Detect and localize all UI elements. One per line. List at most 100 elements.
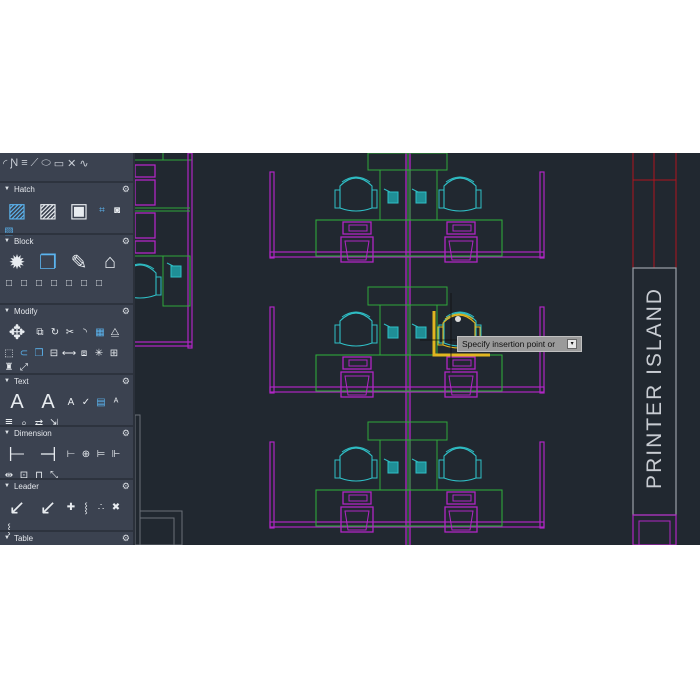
dimension-edit-icon[interactable]: ⊣ (39, 443, 57, 466)
polyline-icon[interactable]: Ɲ (10, 157, 19, 169)
revcloud-icon[interactable]: ∿ (79, 158, 89, 170)
text-style-icon[interactable]: A (67, 396, 75, 408)
section-header[interactable]: ▼Block⚙ (0, 233, 133, 247)
move-icon[interactable]: ✥ (8, 321, 26, 344)
multiline-text-icon[interactable]: A (10, 390, 24, 413)
stretch-icon[interactable]: ⬚ (4, 347, 14, 359)
drawing-canvas[interactable] (135, 153, 700, 545)
collapse-triangle-icon[interactable]: ▼ (4, 430, 10, 436)
tooltip-text: Specify insertion point or (462, 339, 556, 349)
xline-icon[interactable]: ✕ (67, 158, 77, 170)
collapse-triangle-icon[interactable]: ▼ (4, 483, 10, 489)
block-replace-icon[interactable]: □ (35, 277, 43, 289)
gear-icon[interactable]: ⚙ (121, 235, 130, 246)
gear-icon[interactable]: ⚙ (121, 305, 130, 316)
hatch-icon[interactable]: ▨ (7, 199, 27, 222)
mirror-icon[interactable]: ⧋ (110, 326, 120, 338)
dimension-space-icon[interactable]: ⇹ (4, 469, 14, 481)
gear-icon[interactable]: ⚙ (121, 532, 130, 543)
ray-icon[interactable]: ⟋ (30, 157, 39, 169)
gear-icon[interactable]: ⚙ (121, 375, 130, 386)
multileader-icon[interactable]: ↙ (8, 496, 26, 519)
ordinate-icon[interactable]: ⊓ (35, 469, 43, 481)
block-sync-icon[interactable]: □ (65, 277, 73, 289)
gradient-icon[interactable]: ▣ (69, 199, 89, 222)
array-icon[interactable]: ▦ (95, 326, 105, 338)
gear-icon[interactable]: ⚙ (121, 480, 130, 491)
gear-icon[interactable]: ⚙ (121, 183, 130, 194)
match-properties-icon[interactable]: ♜ (4, 361, 14, 373)
create-block-icon[interactable]: ✹ (8, 251, 26, 274)
edit-attributes-icon[interactable]: ⌂ (103, 250, 117, 273)
find-text-icon[interactable]: ⌕ (21, 417, 27, 429)
insert-block-icon[interactable]: ❐ (39, 251, 57, 274)
gear-icon[interactable]: ⚙ (121, 427, 130, 438)
align-leader-icon[interactable]: ⸾ (84, 503, 88, 514)
leader-style-icon[interactable]: ⸾ (7, 524, 11, 535)
dropdown-arrow-icon[interactable]: ▾ (567, 339, 578, 349)
pdf-text-icon[interactable]: ᴬ (113, 396, 119, 408)
pdf-convert-icon[interactable]: ⇲ (49, 417, 59, 429)
extend-icon[interactable]: ⟷ (61, 347, 77, 359)
multileader-edit-icon[interactable]: ↙ (39, 496, 57, 519)
collapse-triangle-icon[interactable]: ▼ (4, 186, 10, 192)
add-leader-icon[interactable]: ✚ (66, 501, 76, 513)
section-header[interactable]: ▼Dimension⚙ (0, 425, 133, 439)
collapse-triangle-icon[interactable]: ▼ (4, 535, 10, 541)
monitor-screen (348, 359, 368, 367)
remove-leader-icon[interactable]: ✖ (111, 501, 121, 513)
section-header[interactable]: ▼Hatch⚙ (0, 181, 133, 195)
monitor-screen (452, 359, 472, 367)
break-icon[interactable]: ⊟ (49, 347, 59, 359)
boundary-icon[interactable]: ⌗ (99, 204, 105, 216)
attribute-icon[interactable]: □ (5, 277, 13, 289)
section-header[interactable]: ▼Leader⚙ (0, 478, 133, 492)
spell-check-icon[interactable]: ✓ (81, 396, 91, 408)
cpu-tower (135, 179, 156, 206)
wipeout-icon[interactable]: ◙ (113, 204, 121, 216)
collapse-triangle-icon[interactable]: ▼ (4, 378, 10, 384)
join-icon[interactable]: ⧈ (80, 347, 88, 359)
linear-dimension-icon[interactable]: ⊢ (66, 448, 76, 460)
rotate-icon[interactable]: ↻ (50, 326, 60, 338)
section-header[interactable]: ▼Table⚙ (0, 530, 133, 544)
continue-dimension-icon[interactable]: ⊨ (96, 448, 106, 460)
arc-icon[interactable]: ◜ (3, 158, 8, 170)
collect-leader-icon[interactable]: ∴ (97, 501, 105, 513)
add-block-icon[interactable]: □ (50, 277, 58, 289)
rectangle-icon[interactable]: ▭ (53, 158, 65, 170)
multiline-icon[interactable]: ≡ (21, 157, 28, 169)
section-modify: ▼Modify⚙ ✥ ⧉ ↻ ✂ ◝ ▦ ⧋ ⬚ ⊂ ❒ ⊟⟷⧈ ✳ ⊞ ♜ ⤢ (0, 303, 133, 375)
chair-back (445, 176, 475, 183)
text-combine-icon[interactable]: ⇄ (34, 417, 44, 429)
edit-block-icon[interactable]: ✎ (70, 251, 88, 274)
trim-icon[interactable]: ✂ (65, 326, 75, 338)
fillet-icon[interactable]: ◝ (83, 326, 87, 338)
hatch-edit-icon[interactable]: ▨ (38, 199, 58, 222)
block-attr-icon[interactable]: □ (20, 277, 28, 289)
baseline-dimension-icon[interactable]: ⊩ (111, 448, 121, 460)
hatch-area-icon[interactable]: ▧ (4, 225, 14, 237)
text-frame-icon[interactable]: ▤ (96, 396, 106, 408)
copy-icon[interactable]: ⧉ (36, 326, 44, 338)
solid-icon[interactable]: ❒ (34, 347, 44, 359)
block-palette-icon[interactable]: □ (95, 277, 103, 289)
chair-back (445, 311, 475, 318)
align-icon[interactable]: ⊞ (109, 347, 119, 359)
radius-dimension-icon[interactable]: ⊕ (81, 448, 91, 460)
collapse-triangle-icon[interactable]: ▼ (4, 238, 10, 244)
offset-icon[interactable]: ⊂ (19, 347, 29, 359)
explode-icon[interactable]: ✳ (94, 347, 104, 359)
section-table: ▼Table⚙ (0, 530, 133, 545)
oblique-icon[interactable]: ⤡ (50, 469, 58, 481)
quick-dimension-icon[interactable]: ⊢ (8, 443, 26, 466)
text-align-icon[interactable]: ≣ (4, 417, 14, 429)
block-attr-manager-icon[interactable]: □ (80, 277, 88, 289)
tolerance-icon[interactable]: ⊡ (19, 469, 29, 481)
section-header[interactable]: ▼Text⚙ (0, 373, 133, 387)
scale-icon[interactable]: ⤢ (20, 361, 28, 373)
ellipse-icon[interactable]: ⬭ (41, 157, 51, 169)
text-edit-icon[interactable]: A (41, 390, 55, 413)
section-header[interactable]: ▼Modify⚙ (0, 303, 133, 317)
collapse-triangle-icon[interactable]: ▼ (4, 308, 10, 314)
